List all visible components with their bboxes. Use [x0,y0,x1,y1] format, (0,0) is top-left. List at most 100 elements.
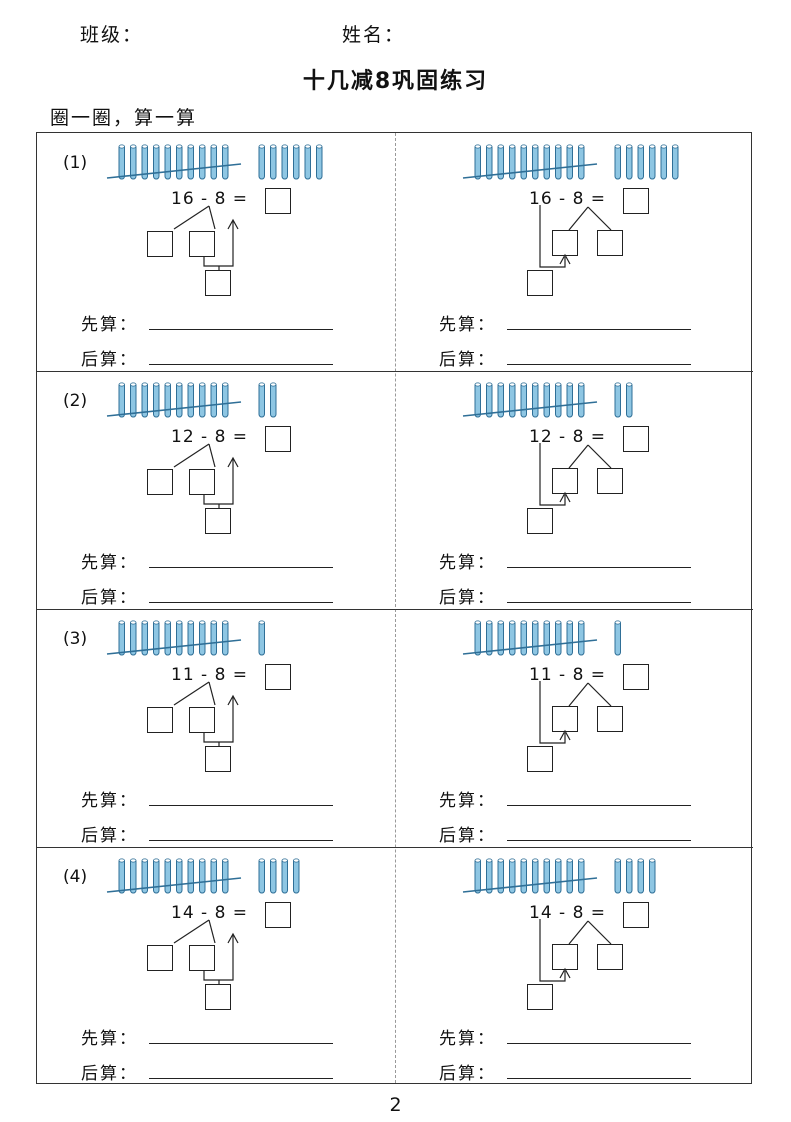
split-box-right[interactable] [189,707,215,733]
split-branch-line [208,205,216,230]
counting-stick [258,382,265,418]
problem-cell: (2)12 - 8 =先算：后算： [37,371,395,609]
equation-text: 11 - 8 = [529,665,607,685]
split-box-left[interactable] [147,945,173,971]
first-step-answer-line[interactable] [149,805,333,806]
first-step-label: 先算： [81,553,138,573]
first-step-label: 先算： [439,1029,496,1049]
cross-out-line [462,163,598,179]
cell-drawing [106,382,277,509]
counting-stick [543,620,550,656]
intermediate-box[interactable] [527,746,553,772]
first-step-answer-line[interactable] [507,567,691,568]
counting-stick [520,144,527,180]
counting-stick [118,144,125,180]
split-box-left[interactable] [552,944,578,970]
counting-stick [532,382,539,418]
counting-stick [509,620,516,656]
split-branch-line [208,919,216,944]
answer-box[interactable] [623,902,649,928]
answer-box[interactable] [265,664,291,690]
answer-box[interactable] [623,188,649,214]
counting-stick [637,144,644,180]
split-box-right[interactable] [189,945,215,971]
split-box-left[interactable] [147,707,173,733]
second-step-answer-line[interactable] [149,1078,333,1079]
split-box-left[interactable] [552,706,578,732]
split-branch-line [587,206,612,231]
counting-stick [543,382,550,418]
intermediate-box[interactable] [205,746,231,772]
problem-cell: (4)14 - 8 =先算：后算： [37,847,395,1085]
split-box-left[interactable] [552,468,578,494]
split-box-left[interactable] [552,230,578,256]
intermediate-box[interactable] [527,270,553,296]
counting-stick [614,144,621,180]
counting-stick [281,144,288,180]
counting-stick [626,858,633,894]
cell-drawing [462,382,633,506]
equation-text: 14 - 8 = [171,903,249,923]
intermediate-box[interactable] [205,984,231,1010]
split-branch-line [208,681,216,706]
split-box-left[interactable] [147,469,173,495]
equation-text: 16 - 8 = [171,189,249,209]
second-step-answer-line[interactable] [507,602,691,603]
counting-stick [520,858,527,894]
first-step-answer-line[interactable] [507,1043,691,1044]
counting-stick [614,620,621,656]
first-step-answer-line[interactable] [507,805,691,806]
split-box-right[interactable] [189,231,215,257]
counting-stick [316,144,323,180]
first-step-answer-line[interactable] [507,329,691,330]
first-step-answer-line[interactable] [149,1043,333,1044]
split-box-right[interactable] [597,944,623,970]
answer-box[interactable] [265,188,291,214]
first-step-answer-line[interactable] [149,567,333,568]
first-step-answer-line[interactable] [149,329,333,330]
counting-stick [258,620,265,656]
split-box-right[interactable] [597,230,623,256]
counting-stick [222,858,229,894]
intermediate-box[interactable] [527,984,553,1010]
second-step-answer-line[interactable] [507,364,691,365]
counting-stick [176,144,183,180]
cross-out-line [462,639,598,655]
equation-text: 12 - 8 = [529,427,607,447]
split-box-left[interactable] [147,231,173,257]
counting-stick [578,620,585,656]
counting-stick [486,382,493,418]
row-divider [37,371,753,372]
connector-line [539,919,566,982]
first-step-label: 先算： [439,315,496,335]
answer-box[interactable] [265,902,291,928]
intermediate-box[interactable] [527,508,553,534]
second-step-label: 后算： [439,588,496,608]
counting-stick [486,144,493,180]
second-step-answer-line[interactable] [507,1078,691,1079]
counting-stick [153,858,160,894]
intermediate-box[interactable] [205,508,231,534]
split-branch-line [587,920,612,945]
second-step-answer-line[interactable] [149,602,333,603]
counting-stick [486,858,493,894]
counting-stick [199,858,206,894]
arrow-head [227,694,239,706]
counting-stick [210,382,217,418]
split-box-right[interactable] [189,469,215,495]
intermediate-box[interactable] [205,270,231,296]
counting-stick [153,382,160,418]
second-step-answer-line[interactable] [149,840,333,841]
split-box-right[interactable] [597,468,623,494]
second-step-answer-line[interactable] [507,840,691,841]
counting-stick [543,144,550,180]
answer-box[interactable] [265,426,291,452]
first-step-label: 先算： [439,553,496,573]
split-box-right[interactable] [597,706,623,732]
second-step-answer-line[interactable] [149,364,333,365]
answer-box[interactable] [623,426,649,452]
counting-stick [474,858,481,894]
answer-box[interactable] [623,664,649,690]
problem-number: (2) [63,391,88,411]
second-step-label: 后算： [81,588,138,608]
